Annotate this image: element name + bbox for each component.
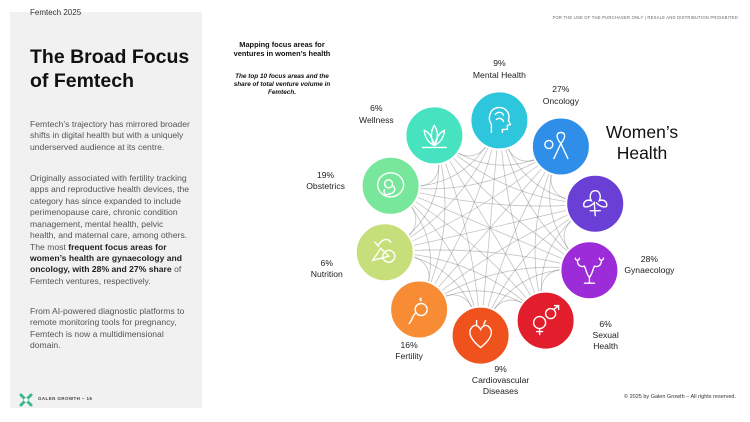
node-circle <box>360 155 421 216</box>
body-paragraph: Originally associated with fertility tra… <box>30 173 190 287</box>
node-label: 27%Oncology <box>516 84 606 106</box>
node-share: 6% <box>599 318 612 329</box>
footer-brand: GALEN GROWTH – 16 <box>38 396 93 401</box>
node-cardiovascular-diseases <box>450 305 511 366</box>
page-title-line2: of Femtech <box>30 69 135 92</box>
node-wellness <box>404 105 465 166</box>
node-name: Obstetrics <box>306 180 345 191</box>
copyright-notice: © 2025 by Galen Growth – All rights rese… <box>624 394 736 400</box>
sidebar-panel <box>10 12 202 408</box>
women-health-icon <box>583 190 608 217</box>
node-share: 19% <box>316 169 335 180</box>
closing-paragraph: From AI-powered diagnostic platforms to … <box>30 306 185 351</box>
node-label: 28%Gynaecology <box>604 254 694 276</box>
node-circle <box>559 240 620 301</box>
node-name: Gynaecology <box>624 265 675 276</box>
node-name: Mental Health <box>472 69 526 80</box>
node-share: 6% <box>370 103 383 114</box>
fetus-icon <box>376 172 405 198</box>
node-share: 27% <box>552 84 570 95</box>
node-fertility <box>389 279 450 340</box>
heart-icon <box>469 319 492 349</box>
brain-head-icon <box>488 106 512 134</box>
body-paragraph-highlight: frequent focus areas for women’s health … <box>30 241 183 275</box>
node-name: Oncology <box>542 95 579 106</box>
page-title: The Broad Focus of Femtech <box>30 46 190 94</box>
gender-symbols-icon <box>532 304 560 336</box>
node-label: 9%Mental Health <box>454 58 544 80</box>
network-link <box>384 203 596 253</box>
cancer-ribbon-icon <box>544 131 569 160</box>
node-obstetrics <box>360 155 421 216</box>
body-paragraph-text: Originally associated with fertility tra… <box>30 173 190 252</box>
node-mental-health <box>469 90 530 151</box>
node-circle <box>450 305 511 366</box>
node-circle <box>530 116 591 177</box>
body-paragraph-end: of Femtech ventures, respectively. <box>30 264 182 286</box>
node-label: 16%Fertility <box>364 340 454 362</box>
galen-growth-logo-icon <box>19 393 33 407</box>
node-share: 28% <box>640 254 658 265</box>
usage-notice: FOR THE USE OF THE PURCHASER ONLY | RESA… <box>552 15 738 20</box>
diagram-subtitle: The top 10 focus areas and the share of … <box>233 73 331 96</box>
node-name: Fertility <box>395 350 423 361</box>
node-circle <box>389 279 450 340</box>
node-oncology <box>530 116 591 177</box>
node-label: 6%Nutrition <box>282 258 372 280</box>
node-label: 6%Wellness <box>331 103 421 125</box>
center-title-line2: Health <box>616 143 668 164</box>
lotus-icon <box>421 124 448 149</box>
node-womens-health <box>565 173 626 234</box>
node-label: 19%Obstetrics <box>281 170 371 192</box>
node-circle <box>404 105 465 166</box>
node-share: 6% <box>320 258 333 269</box>
node-share: 9% <box>494 363 507 374</box>
center-title: Women’s Health <box>592 122 692 165</box>
node-circle <box>565 173 626 234</box>
nutrition-icon <box>371 238 396 263</box>
node-nutrition <box>354 222 415 283</box>
section-kicker: Femtech 2025 <box>30 8 82 17</box>
center-title-line1: Women’s <box>605 122 679 142</box>
node-share: 9% <box>493 58 506 69</box>
node-sexual-health <box>515 290 576 351</box>
node-share: 16% <box>400 339 418 350</box>
page-title-line1: The Broad Focus <box>30 46 190 68</box>
node-name: Nutrition <box>310 269 343 280</box>
uterus-icon <box>574 257 605 284</box>
intro-paragraph: Femtech’s trajectory has mirrored broade… <box>30 119 190 152</box>
sperm-egg-icon <box>408 297 428 325</box>
node-name: Wellness <box>359 114 394 125</box>
node-circle <box>469 90 530 151</box>
diagram-title: Mapping focus areas for ventures in wome… <box>233 40 331 59</box>
node-gynaecology <box>559 240 620 301</box>
network-nodes <box>354 90 626 366</box>
